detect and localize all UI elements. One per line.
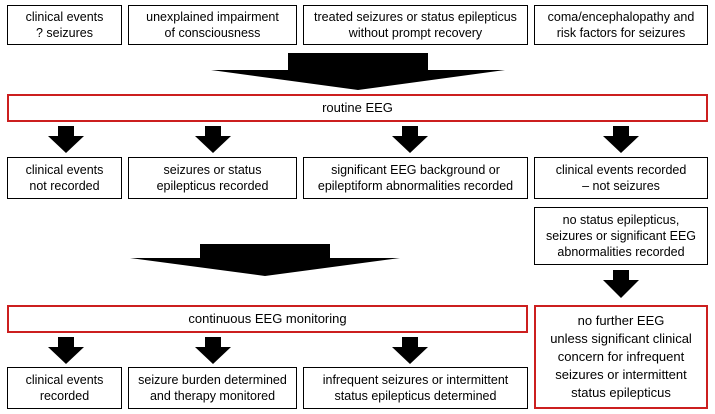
continuous-outcome-box-infrequent-seizures: infrequent seizures or intermittent stat… xyxy=(303,367,528,409)
outcome-box-seizures-recorded: seizures or status epilepticus recorded xyxy=(128,157,297,199)
arrow-down-icon xyxy=(211,53,505,90)
outcome-box-events-not-seizures: clinical events recorded – not seizures xyxy=(534,157,708,199)
arrow-down-icon xyxy=(392,337,428,364)
continuous-outcome-label: infrequent seizures or intermittent stat… xyxy=(322,373,509,403)
no-further-eeg-label: no further EEG unless significant clinic… xyxy=(550,313,692,400)
trigger-box-impaired-consciousness: unexplained impairment of consciousness xyxy=(128,5,297,45)
trigger-label: treated seizures or status epilepticus w… xyxy=(314,10,517,40)
outcome-box-abnormalities-recorded: significant EEG background or epileptifo… xyxy=(303,157,528,199)
arrow-down-icon xyxy=(392,126,428,153)
routine-eeg-box: routine EEG xyxy=(7,94,708,122)
continuous-eeg-label: continuous EEG monitoring xyxy=(188,311,347,326)
outcome-label: significant EEG background or epileptifo… xyxy=(317,163,514,193)
trigger-box-clinical-events: clinical events ? seizures xyxy=(7,5,122,45)
continuous-outcome-box-seizure-burden: seizure burden determined and therapy mo… xyxy=(128,367,297,409)
continuous-eeg-box: continuous EEG monitoring xyxy=(7,305,528,333)
trigger-box-treated-seizures: treated seizures or status epilepticus w… xyxy=(303,5,528,45)
trigger-box-coma: coma/encephalopathy and risk factors for… xyxy=(534,5,708,45)
trigger-label: coma/encephalopathy and risk factors for… xyxy=(547,10,695,40)
continuous-outcome-label: seizure burden determined and therapy mo… xyxy=(138,373,287,403)
routine-eeg-label: routine EEG xyxy=(322,100,393,115)
outcome-label: clinical events not recorded xyxy=(25,163,104,193)
outcome-label: clinical events recorded – not seizures xyxy=(555,163,687,193)
arrow-down-icon xyxy=(130,244,400,276)
arrow-down-icon xyxy=(48,337,84,364)
arrow-down-icon xyxy=(603,270,639,298)
trigger-label: unexplained impairment of consciousness xyxy=(146,10,279,40)
arrow-down-icon xyxy=(195,337,231,364)
outcome-label: seizures or status epilepticus recorded xyxy=(156,163,269,193)
arrow-down-icon xyxy=(603,126,639,153)
no-further-eeg-box: no further EEG unless significant clinic… xyxy=(534,305,708,409)
trigger-label: clinical events ? seizures xyxy=(25,10,104,40)
continuous-outcome-label: clinical events recorded xyxy=(25,373,104,403)
arrow-down-icon xyxy=(48,126,84,153)
no-abnormalities-label: no status epilepticus, seizures or signi… xyxy=(545,213,697,259)
continuous-outcome-box-events-recorded: clinical events recorded xyxy=(7,367,122,409)
outcome-box-events-not-recorded: clinical events not recorded xyxy=(7,157,122,199)
arrow-down-icon xyxy=(195,126,231,153)
no-abnormalities-box: no status epilepticus, seizures or signi… xyxy=(534,207,708,265)
